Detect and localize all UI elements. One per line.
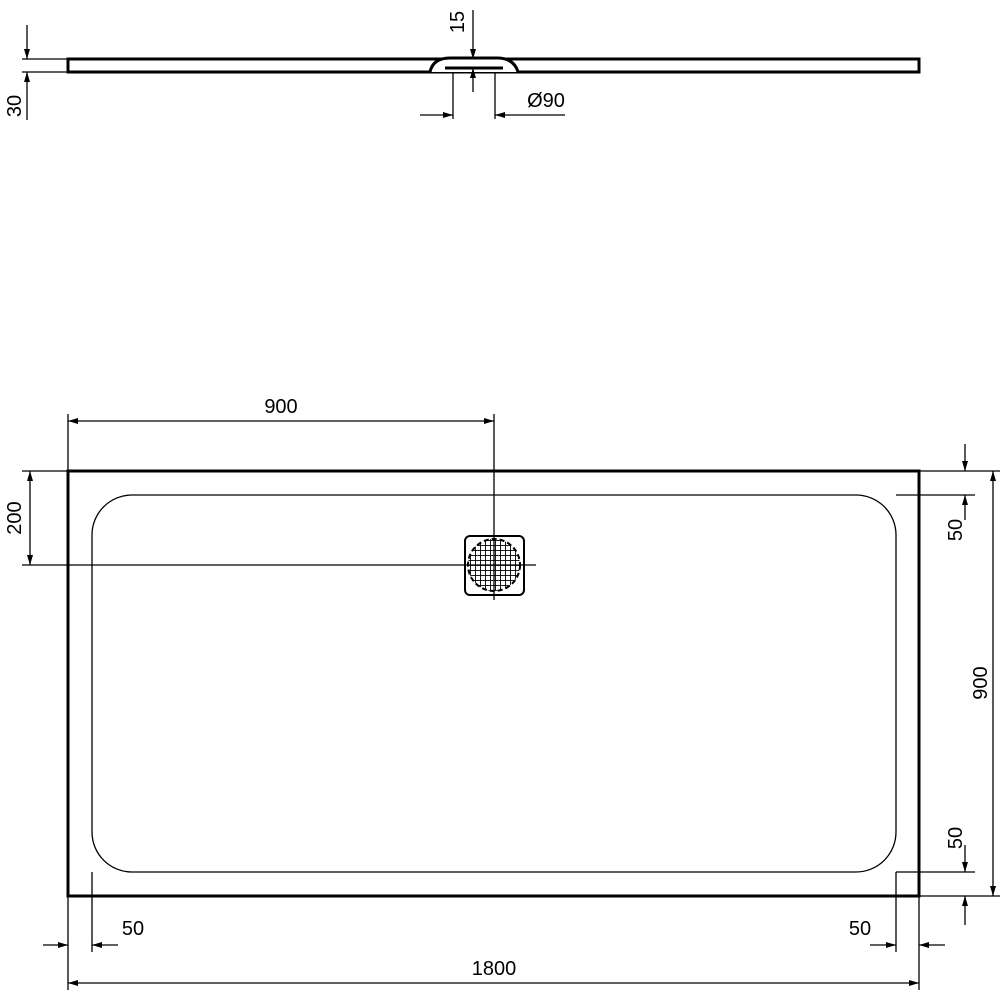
drain-profile bbox=[428, 56, 520, 73]
dim-drain-diameter-label: Ø90 bbox=[527, 90, 565, 112]
dim-thickness-label: 30 bbox=[4, 95, 26, 117]
dim-length-label: 1800 bbox=[472, 958, 517, 980]
dim-border-left-label: 50 bbox=[122, 918, 144, 940]
side-view: 30 15 Ø90 bbox=[4, 10, 921, 120]
plan-view: 900 200 900 50 50 50 50 1800 bbox=[4, 396, 1000, 990]
dim-drain-depth-label: 15 bbox=[447, 11, 469, 33]
dim-drain-x-label: 900 bbox=[264, 396, 297, 418]
dim-border-bottom-label: 50 bbox=[945, 827, 967, 849]
dim-border-right-label: 50 bbox=[849, 918, 871, 940]
dim-border-top-label: 50 bbox=[945, 519, 967, 541]
dim-width-label: 900 bbox=[970, 666, 992, 699]
dim-drain-y-label: 200 bbox=[4, 501, 26, 534]
